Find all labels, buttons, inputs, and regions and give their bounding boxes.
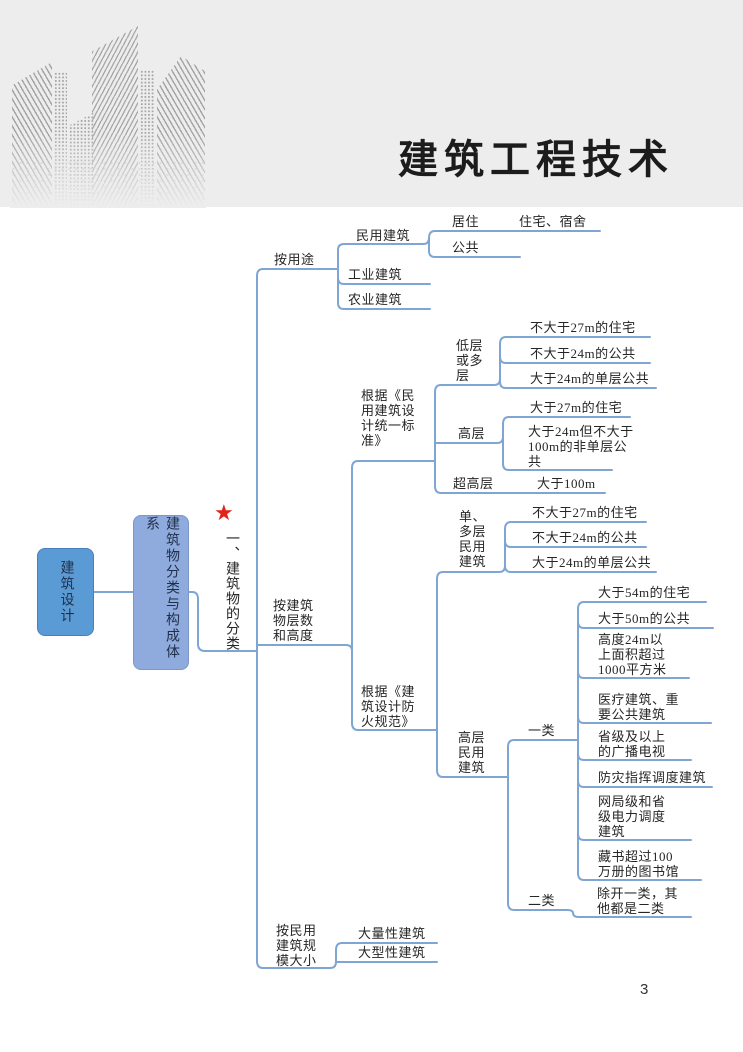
node-high-civil: 高层 民用 建筑 [458, 730, 486, 775]
illustration-fade [10, 130, 206, 208]
node-single-multi-item: 不大于24m的公共 [532, 530, 638, 545]
node-class-one-item: 大于54m的住宅 [598, 585, 691, 600]
node-high-rise-item: 大于27m的住宅 [530, 400, 623, 415]
node-class-one-item: 高度24m以 上面积超过 1000平方米 [598, 632, 667, 677]
star-icon: ★ [214, 501, 234, 526]
node-low-multi-item: 大于24m的单层公共 [530, 371, 650, 386]
node-low-multi: 低层 或多 层 [456, 338, 484, 383]
node-class-one-item: 大于50m的公共 [598, 611, 691, 626]
node-low-multi-item: 不大于24m的公共 [530, 346, 636, 361]
node-class-one-item: 网局级和省 级电力调度 建筑 [598, 794, 666, 839]
node-residential-types: 住宅、宿舍 [519, 214, 587, 229]
node-high-rise: 高层 [458, 426, 486, 441]
node-unified-standard: 根据《民 用建筑设 计统一标 准》 [361, 388, 416, 448]
node-public: 公共 [452, 240, 480, 255]
node-class-one-item: 省级及以上 的广播电视 [598, 729, 666, 759]
node-by-use: 按用途 [274, 252, 315, 267]
node-civil-building: 民用建筑 [356, 228, 411, 243]
node-fire-code: 根据《建 筑设计防 火规范》 [361, 684, 416, 729]
node-class-one-item: 医疗建筑、重 要公共建筑 [598, 692, 680, 722]
node-class-two-value: 除开一类，其 他都是二类 [597, 886, 679, 916]
node-class-one-item: 藏书超过100 万册的图书馆 [598, 849, 680, 879]
page-number: 3 [640, 981, 649, 998]
node-by-scale-item: 大量性建筑 [358, 926, 426, 941]
node-class-two: 二类 [528, 893, 556, 908]
node-super-high-rise: 超高层 [453, 476, 494, 491]
node-residential: 居住 [452, 214, 480, 229]
node-single-multi-item: 不大于27m的住宅 [532, 505, 638, 520]
category-node: 建筑物分类与构成体系 [133, 515, 189, 670]
buildings-illustration [10, 12, 206, 208]
node-by-scale-item: 大型性建筑 [358, 945, 426, 960]
node-super-high-rise-value: 大于100m [537, 476, 596, 491]
node-single-multi-item: 大于24m的单层公共 [532, 555, 652, 570]
page-title: 建筑工程技术 [398, 138, 674, 182]
node-class-one-item: 防灾指挥调度建筑 [598, 770, 707, 785]
node-by-scale: 按民用 建筑规 模大小 [276, 923, 317, 968]
node-class-one: 一类 [528, 723, 556, 738]
node-by-floors-height: 按建筑 物层数 和高度 [273, 598, 314, 643]
root-node: 建筑设计 [37, 548, 94, 636]
root-node-label: 建筑设计 [58, 560, 74, 624]
node-agricultural: 农业建筑 [348, 292, 403, 307]
topic-node: 一、建筑物的分类 [224, 531, 239, 651]
node-single-multi: 单、 多层 民用 建筑 [459, 509, 487, 569]
page-header: 建筑工程技术 [0, 0, 743, 208]
category-node-label: 建筑物分类与构成体系 [144, 516, 179, 660]
node-low-multi-item: 不大于27m的住宅 [530, 320, 636, 335]
node-industrial: 工业建筑 [348, 267, 403, 282]
node-high-rise-item: 大于24m但不大于 100m的非单层公 共 [528, 424, 634, 469]
